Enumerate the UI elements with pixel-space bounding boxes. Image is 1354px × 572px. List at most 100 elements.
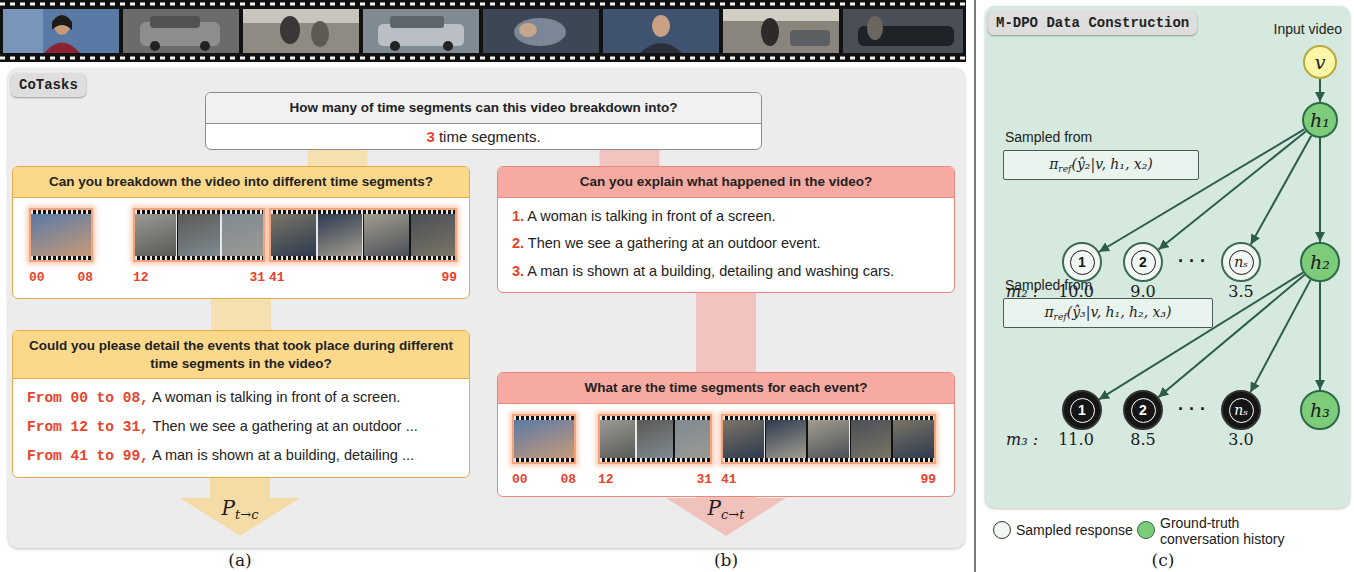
film-frame: [363, 9, 479, 53]
answer-line: From 41 to 99, A man is shown at a build…: [27, 446, 455, 466]
time-index-holder: 31: [598, 472, 712, 487]
answer-line: From 12 to 31, Then we see a gathering a…: [27, 417, 455, 437]
film-frame: [723, 9, 839, 53]
node-symbol: h₃: [1310, 401, 1330, 420]
video-clip: [269, 208, 457, 262]
time-index: 41: [721, 472, 936, 487]
legend-text: Ground-truth conversation history: [1160, 515, 1305, 547]
state-circle: h₂: [1300, 242, 1340, 282]
group-panel: CoTasksHow many of time segments can thi…: [8, 68, 965, 548]
answer-clips: 000812314199: [13, 198, 469, 298]
answer-list: From 00 to 08, A woman is talking in fro…: [13, 379, 469, 477]
clip-frame: [514, 420, 574, 458]
sampling-arrow: [1251, 136, 1312, 245]
question-box: How many of time segments can this video…: [205, 92, 762, 150]
film-frame: [483, 9, 599, 53]
subscript: ref: [1058, 164, 1071, 174]
circle-number: nₛ: [1229, 250, 1254, 275]
highlight: From 12 to 31,: [27, 419, 149, 435]
metric-value: 9.0: [1130, 283, 1155, 301]
question-header: Can you explain what happened in the vid…: [498, 167, 954, 198]
time-index: 41: [269, 270, 457, 285]
legend-text: Sampled response: [1016, 522, 1146, 538]
answer-line: 2. Then we see a gathering at an outdoor…: [512, 234, 940, 253]
policy-box: Sampled fromπref(ŷ₃|v, h₁, h₂, x₃): [1003, 298, 1213, 328]
clip-frame: [675, 420, 710, 458]
sampling-arrow: [1319, 282, 1321, 390]
clip-frame: [411, 214, 456, 256]
question-box: Could you please detail the events that …: [12, 330, 470, 478]
flow-band: [211, 299, 271, 330]
sampling-arrow: [1319, 79, 1321, 102]
clip-frame: [318, 214, 363, 256]
question-box: What are the time segments for each even…: [497, 372, 955, 497]
sampling-arrow: [1319, 138, 1321, 242]
time-index-holder: 41: [269, 270, 457, 285]
node-symbol: h₁: [1310, 111, 1330, 130]
panel-divider: [974, 0, 975, 572]
state-circle: nₛ: [1221, 242, 1261, 282]
clip-frame: [808, 420, 849, 458]
sampling-arrow: [1250, 280, 1310, 393]
answer-line: From 00 to 08, A woman is talking in fro…: [27, 388, 455, 408]
answer-line: 3. A man is shown at a building, detaili…: [512, 262, 940, 281]
video-clip: [29, 208, 93, 262]
clip-frame: [600, 420, 635, 458]
ellipsis-dots: · · ·: [1178, 400, 1206, 420]
sampling-arrow: [1158, 275, 1304, 397]
clip-frame: [135, 214, 176, 256]
sprocket-holes: [0, 57, 966, 60]
input-label: Input video: [1274, 21, 1343, 37]
circle-number: 1: [1070, 398, 1095, 423]
video-clip: [598, 414, 712, 464]
sprocket-holes: [0, 3, 966, 6]
clip-frame: [893, 420, 934, 458]
time-index-holder: 99: [269, 270, 457, 285]
time-index: 08: [29, 270, 93, 285]
policy-formula: πref(ŷ₃|v, h₁, h₂, x₃): [1044, 304, 1171, 322]
ellipsis-dots: · · ·: [1178, 252, 1206, 272]
time-index: 31: [598, 472, 712, 487]
metric-value: 3.5: [1228, 283, 1253, 301]
circle-number: 1: [1070, 250, 1095, 275]
answer-list: 1. A woman is talking in front of a scre…: [498, 198, 954, 293]
time-index: 12: [598, 472, 712, 487]
question-box: Can you explain what happened in the vid…: [497, 166, 955, 293]
panel-tab: M-DPO Data Construction: [988, 11, 1197, 35]
time-index: 08: [512, 472, 576, 487]
time-index-holder: 99: [721, 472, 936, 487]
clip-frame: [851, 420, 892, 458]
question-header: What are the time segments for each even…: [498, 373, 954, 404]
circle-number: 2: [1131, 398, 1156, 423]
state-circle: 2: [1123, 242, 1163, 282]
metric-name: m₃ :: [1006, 431, 1038, 449]
clip-frame: [723, 420, 764, 458]
question-box: Can you breakdown the video into differe…: [12, 166, 470, 299]
film-strip: [0, 0, 966, 62]
time-index: 99: [721, 472, 936, 487]
flow-band: [600, 150, 660, 166]
time-index: 99: [269, 270, 457, 285]
sampling-arrow: [1099, 273, 1303, 400]
legend-swatch: [993, 521, 1011, 539]
question-header: How many of time segments can this video…: [206, 93, 761, 124]
sampled-from-label: Sampled from: [1005, 129, 1092, 145]
clip-frame: [766, 420, 807, 458]
film-frame: [843, 9, 963, 53]
time-index-holder: 31: [133, 270, 265, 285]
clip-frame: [271, 214, 316, 256]
path-symbol: Pt→c: [222, 497, 259, 522]
clip-frame: [178, 214, 219, 256]
clip-frame: [637, 420, 672, 458]
clip-frame: [222, 214, 263, 256]
panel-letter: (a): [228, 551, 251, 570]
flow-band: [696, 293, 756, 372]
answer-text: 3 time segments.: [206, 124, 761, 149]
video-clip: [512, 414, 576, 464]
metric-name: m₂ :: [1006, 283, 1038, 301]
node-symbol: h₂: [1310, 253, 1330, 272]
subscript: c→t: [721, 507, 744, 522]
node-symbol: v: [1315, 53, 1326, 72]
circle-number: nₛ: [1229, 398, 1254, 423]
panel-letter: (c): [1152, 551, 1175, 570]
